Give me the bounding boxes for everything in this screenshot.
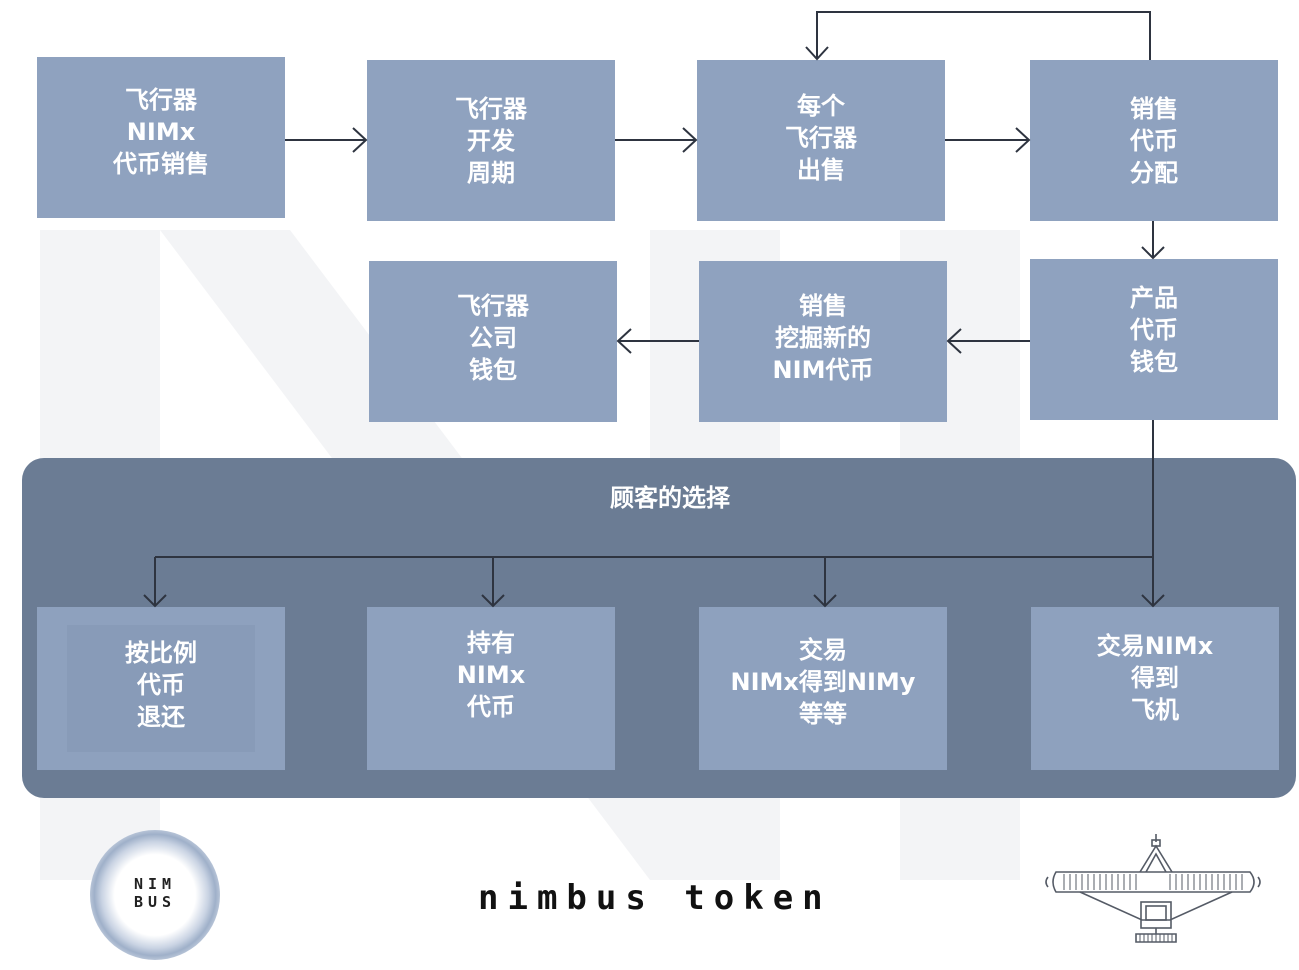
- arrow-dev-to-sold: [615, 127, 698, 153]
- arrow-sale-to-dev: [285, 127, 368, 153]
- arrow-wallet-to-mine: [946, 328, 1030, 354]
- arrow-mine-to-company: [616, 328, 699, 354]
- choice-trade-box: 交易 NIMx得到NIMy 等等: [699, 607, 947, 770]
- choice-refund-box: 按比例 代币 退还: [37, 607, 285, 770]
- arrow-wallet-to-choices: [143, 420, 1165, 608]
- arrow-distribution-to-wallet: [1141, 221, 1165, 260]
- choice-refund-inner: [67, 625, 255, 752]
- token-sale-box: 飞行器 NIMx 代币销售: [37, 57, 285, 218]
- aircraft-sold-box: 每个 飞行器 出售: [697, 60, 945, 221]
- choice-aircraft-box: 交易NIMx 得到 飞机: [1031, 607, 1279, 770]
- customer-choice-title: 顾客的选择: [610, 484, 730, 512]
- nimbus-logo: NIM BUS: [90, 830, 220, 960]
- token-distribution-box: 销售 代币 分配: [1030, 60, 1278, 221]
- mine-new-tokens-box: 销售 挖掘新的 NIM代币: [699, 261, 947, 422]
- product-wallet-box: 产品 代币 钱包: [1030, 259, 1278, 420]
- nimbus-logo-text: NIM BUS: [133, 875, 177, 911]
- company-wallet-box: 飞行器 公司 钱包: [369, 261, 617, 422]
- arrow-sold-to-distribution: [945, 127, 1031, 153]
- aircraft-icon: [1045, 834, 1261, 943]
- brand-name: nimbus token: [478, 878, 832, 918]
- choice-hold-box: 持有 NIMx 代币: [367, 607, 615, 770]
- arrow-loop-distribution-to-sold: [805, 11, 1151, 61]
- development-cycle-box: 飞行器 开发 周期: [367, 60, 615, 221]
